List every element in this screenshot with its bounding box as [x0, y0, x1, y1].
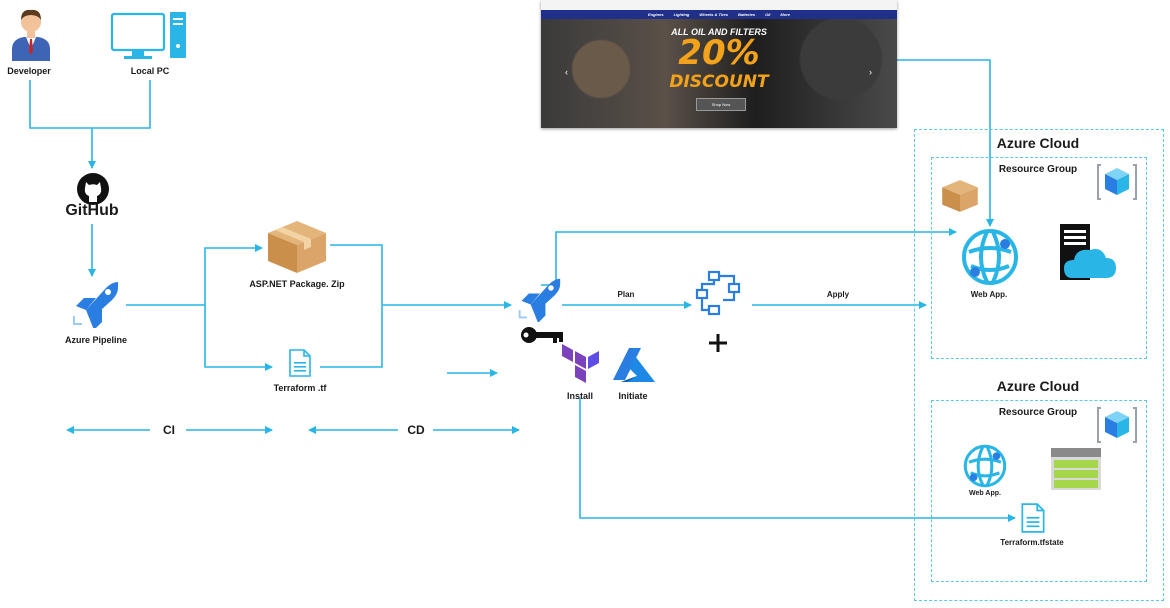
- website-hero: ALL OIL AND FILTERS 20% DISCOUNT Shop No…: [541, 19, 897, 128]
- file-icon: [289, 349, 311, 377]
- package-box-icon: [268, 221, 326, 273]
- resource-group-icon: [1097, 407, 1137, 443]
- cloud-server-icon: [1060, 224, 1116, 280]
- github-label: GitHub: [65, 202, 119, 219]
- plus-icon: [709, 334, 727, 352]
- edge-website-webapp: [897, 59, 994, 227]
- cd-label: CD: [407, 423, 425, 437]
- azure-cloud-title-1: Azure Cloud: [996, 135, 1080, 151]
- terraform-tf-label: Terraform .tf: [273, 383, 327, 393]
- website-nav-item[interactable]: More: [780, 12, 790, 17]
- web-app-icon: [962, 229, 1018, 285]
- computer-icon: [110, 12, 186, 59]
- website-nav-item[interactable]: Batteries: [737, 12, 756, 17]
- azure-pipeline-icon: [73, 282, 118, 328]
- initiate-label: Initiate: [618, 391, 648, 401]
- hero-discount: DISCOUNT: [669, 72, 769, 92]
- azure-cloud-title-2: Azure Cloud: [996, 378, 1080, 394]
- website-preview: Engines Lighting Wheels & Tires Batterie…: [541, 0, 897, 128]
- web-app-label-2: Web App.: [969, 490, 1001, 497]
- website-nav-item[interactable]: Wheels & Tires: [699, 12, 728, 17]
- azure-pipeline-label: Azure Pipeline: [64, 335, 128, 345]
- resource-group-1: [931, 157, 1147, 359]
- apply-label: Apply: [826, 290, 850, 299]
- plan-label: Plan: [617, 290, 635, 299]
- website-nav-item[interactable]: Oil: [765, 12, 771, 17]
- developer-label: Developer: [7, 66, 51, 76]
- hero-percent: 20%: [678, 33, 760, 73]
- hero-headline: ALL OIL AND FILTERS: [671, 27, 767, 37]
- edge-to-terraform: [204, 305, 273, 371]
- small-package-icon: [942, 180, 978, 212]
- edge-package-release: [330, 244, 383, 305]
- key-icon: [521, 327, 563, 343]
- tfstate-label: Terraform.tfstate: [1000, 538, 1064, 547]
- website-nav: Engines Lighting Wheels & Tires Batterie…: [541, 10, 897, 19]
- carousel-next-icon[interactable]: ›: [869, 67, 872, 77]
- developer-icon: [12, 9, 50, 61]
- storage-table-icon: [1051, 448, 1101, 490]
- edge-tfstate: [579, 398, 1016, 522]
- ci-label: CI: [163, 423, 175, 437]
- edge-to-package: [204, 244, 263, 305]
- azure-logo-icon: [613, 348, 655, 382]
- edge-developer-github: [29, 80, 151, 129]
- website-topbar: [541, 0, 897, 10]
- edge-release-webapp: [541, 228, 957, 286]
- website-nav-item[interactable]: Engines: [648, 12, 664, 17]
- carousel-prev-icon[interactable]: ‹: [565, 67, 568, 77]
- resource-group-2: [931, 400, 1147, 582]
- web-app-icon: [963, 444, 1007, 488]
- shop-now-button[interactable]: Shop Now: [696, 98, 746, 111]
- install-label: Install: [566, 391, 594, 401]
- web-app-label-1: Web App.: [970, 290, 1008, 299]
- resource-group-title-2: Resource Group: [998, 407, 1078, 418]
- azure-release-icon: [518, 278, 561, 322]
- github-icon: [77, 173, 109, 205]
- workflow-icon: [695, 270, 741, 316]
- resource-group-icon: [1097, 164, 1137, 200]
- azure-cloud-outer: [914, 129, 1164, 601]
- edge-terraform-release: [320, 305, 383, 368]
- resource-group-title-1: Resource Group: [998, 164, 1078, 175]
- asp-package-label: ASP.NET Package. Zip: [249, 279, 345, 289]
- local-pc-label: Local PC: [130, 66, 170, 76]
- tfstate-file-icon: [1021, 503, 1045, 533]
- website-nav-item[interactable]: Lighting: [673, 12, 690, 17]
- terraform-icon: [562, 344, 599, 383]
